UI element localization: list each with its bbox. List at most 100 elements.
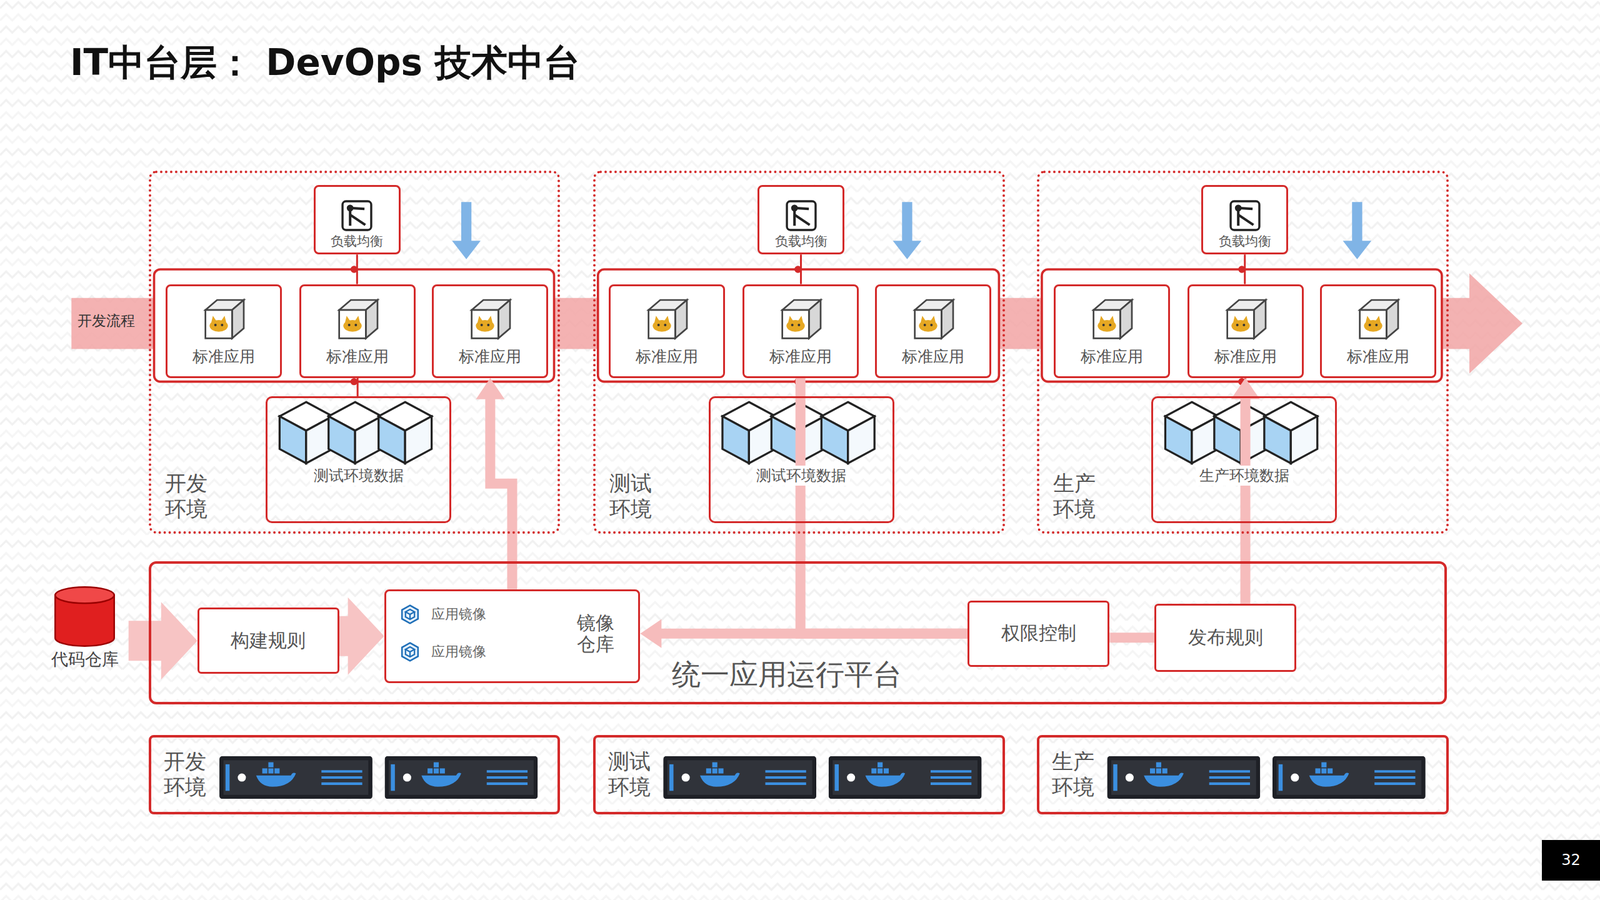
app-box: 标准应用	[165, 284, 282, 379]
icon	[781, 300, 820, 339]
app-box: 标准应用	[1320, 284, 1437, 379]
node-label: 生产 环境	[1053, 470, 1102, 523]
runtime-environment-box: 生产 环境	[1036, 735, 1450, 815]
process-box: 发布规则	[1154, 603, 1297, 672]
icon	[342, 201, 372, 230]
data-box: 生产环境数据	[1151, 396, 1337, 523]
icon	[205, 300, 244, 339]
node-label: 构建规则	[230, 628, 306, 654]
process-box: 权限控制	[967, 600, 1110, 667]
node-label: 标准应用	[1214, 346, 1277, 367]
tomcat-icon	[1086, 295, 1137, 345]
cylinder-top	[55, 586, 114, 604]
app-box: 标准应用	[1187, 284, 1304, 379]
node-label: 测试 环境	[608, 748, 657, 801]
node-label: 负载均衡	[1218, 232, 1272, 250]
node-label: 统一应用运行平台	[671, 655, 902, 695]
connector	[357, 378, 359, 397]
node-label: 标准应用	[1346, 346, 1410, 367]
icon	[915, 300, 954, 339]
node-label: 负载均衡	[330, 232, 384, 250]
label-text: 应用镜像	[431, 642, 487, 662]
node-label: 标准应用	[326, 346, 389, 367]
connector-line	[1240, 398, 1251, 604]
runtime-environment-box: 测试 环境	[593, 735, 1006, 815]
connector-line	[356, 378, 359, 397]
connector	[800, 378, 969, 634]
node-label: 测试环境数据	[310, 465, 408, 486]
node-label: 负载均衡	[775, 232, 828, 250]
icon	[786, 201, 816, 230]
node-label: 生产 环境	[1051, 748, 1101, 801]
node-label: 标准应用	[1080, 346, 1144, 367]
connector-line	[1109, 632, 1155, 643]
connector	[1244, 254, 1245, 284]
environment-region: 测试 环境负载均衡标准应用标准应用标准应用测试环境数据	[593, 170, 1006, 534]
connector-line	[800, 378, 969, 634]
data-box: 测试环境数据	[708, 396, 895, 523]
arrowhead	[348, 597, 385, 675]
app-box: 标准应用	[608, 284, 725, 379]
connector	[800, 254, 802, 284]
connector	[1231, 378, 1260, 604]
icon	[1230, 201, 1260, 230]
page-number: 32	[1541, 840, 1600, 881]
code-repository: 代码仓库	[40, 585, 129, 685]
tomcat-icon	[465, 295, 515, 345]
label-text: 32	[1561, 851, 1581, 869]
data-box: 测试环境数据	[265, 396, 452, 523]
title-text: IT中台层： DevOps 技术中台	[70, 38, 580, 88]
node-label: 发布规则	[1188, 625, 1264, 651]
icon	[1226, 300, 1265, 339]
icon	[1359, 300, 1398, 339]
node-label: 标准应用	[458, 346, 522, 367]
app-box: 标准应用	[431, 284, 549, 379]
arrowhead	[161, 601, 198, 680]
environment-region: 生产 环境 负载均衡标准应用 标准应用 标准应用生产环境数据	[1036, 170, 1450, 534]
tomcat-icon	[641, 295, 692, 345]
band-label: 开发流程	[77, 311, 135, 331]
node-label: 标准应用	[192, 346, 255, 367]
tomcat-icon	[1353, 295, 1404, 345]
node-label: 标准应用	[901, 346, 965, 367]
connector	[1109, 637, 1155, 639]
node-label: 测试环境数据	[752, 465, 850, 486]
load-balancer-box: 负载均衡	[313, 185, 401, 255]
node-label: 生产环境数据	[1195, 465, 1294, 486]
image-icon	[400, 641, 420, 662]
connector-line	[356, 254, 359, 284]
label-text: 应用镜像	[431, 605, 487, 624]
environment-region: 开发 环境 负载均衡标准应用 标准应用 标准应用测试环境数据	[148, 170, 560, 534]
icon	[1093, 300, 1132, 339]
connector-line	[339, 616, 350, 657]
connector-line	[490, 398, 512, 590]
connector	[339, 597, 385, 675]
process-box: 构建规则	[197, 607, 340, 674]
load-balancer-icon	[340, 198, 374, 233]
app-group	[154, 269, 1442, 382]
tomcat-icon	[1220, 295, 1271, 345]
load-balancer-box: 负载均衡	[757, 185, 845, 255]
node-label: 开发 环境	[165, 470, 214, 523]
image-icon	[400, 604, 420, 625]
node-label: 权限控制	[1001, 620, 1077, 647]
junction-dot	[350, 265, 1246, 385]
connector-line	[800, 254, 802, 284]
connector-line	[128, 620, 163, 661]
icon	[648, 300, 687, 339]
node-label: 镜像 仓库	[576, 612, 619, 656]
connector	[128, 601, 198, 680]
node-label: 开发 环境	[163, 748, 213, 801]
load-balancer-icon	[784, 198, 819, 233]
image-item: 应用镜像	[400, 604, 487, 625]
app-box: 标准应用	[1053, 284, 1170, 379]
app-box: 标准应用	[742, 284, 859, 379]
app-box: 标准应用	[875, 284, 992, 379]
load-balancer-box: 负载均衡	[1201, 185, 1289, 255]
app-box: 标准应用	[299, 284, 416, 379]
icon	[471, 300, 510, 339]
docker-server	[219, 756, 1426, 800]
